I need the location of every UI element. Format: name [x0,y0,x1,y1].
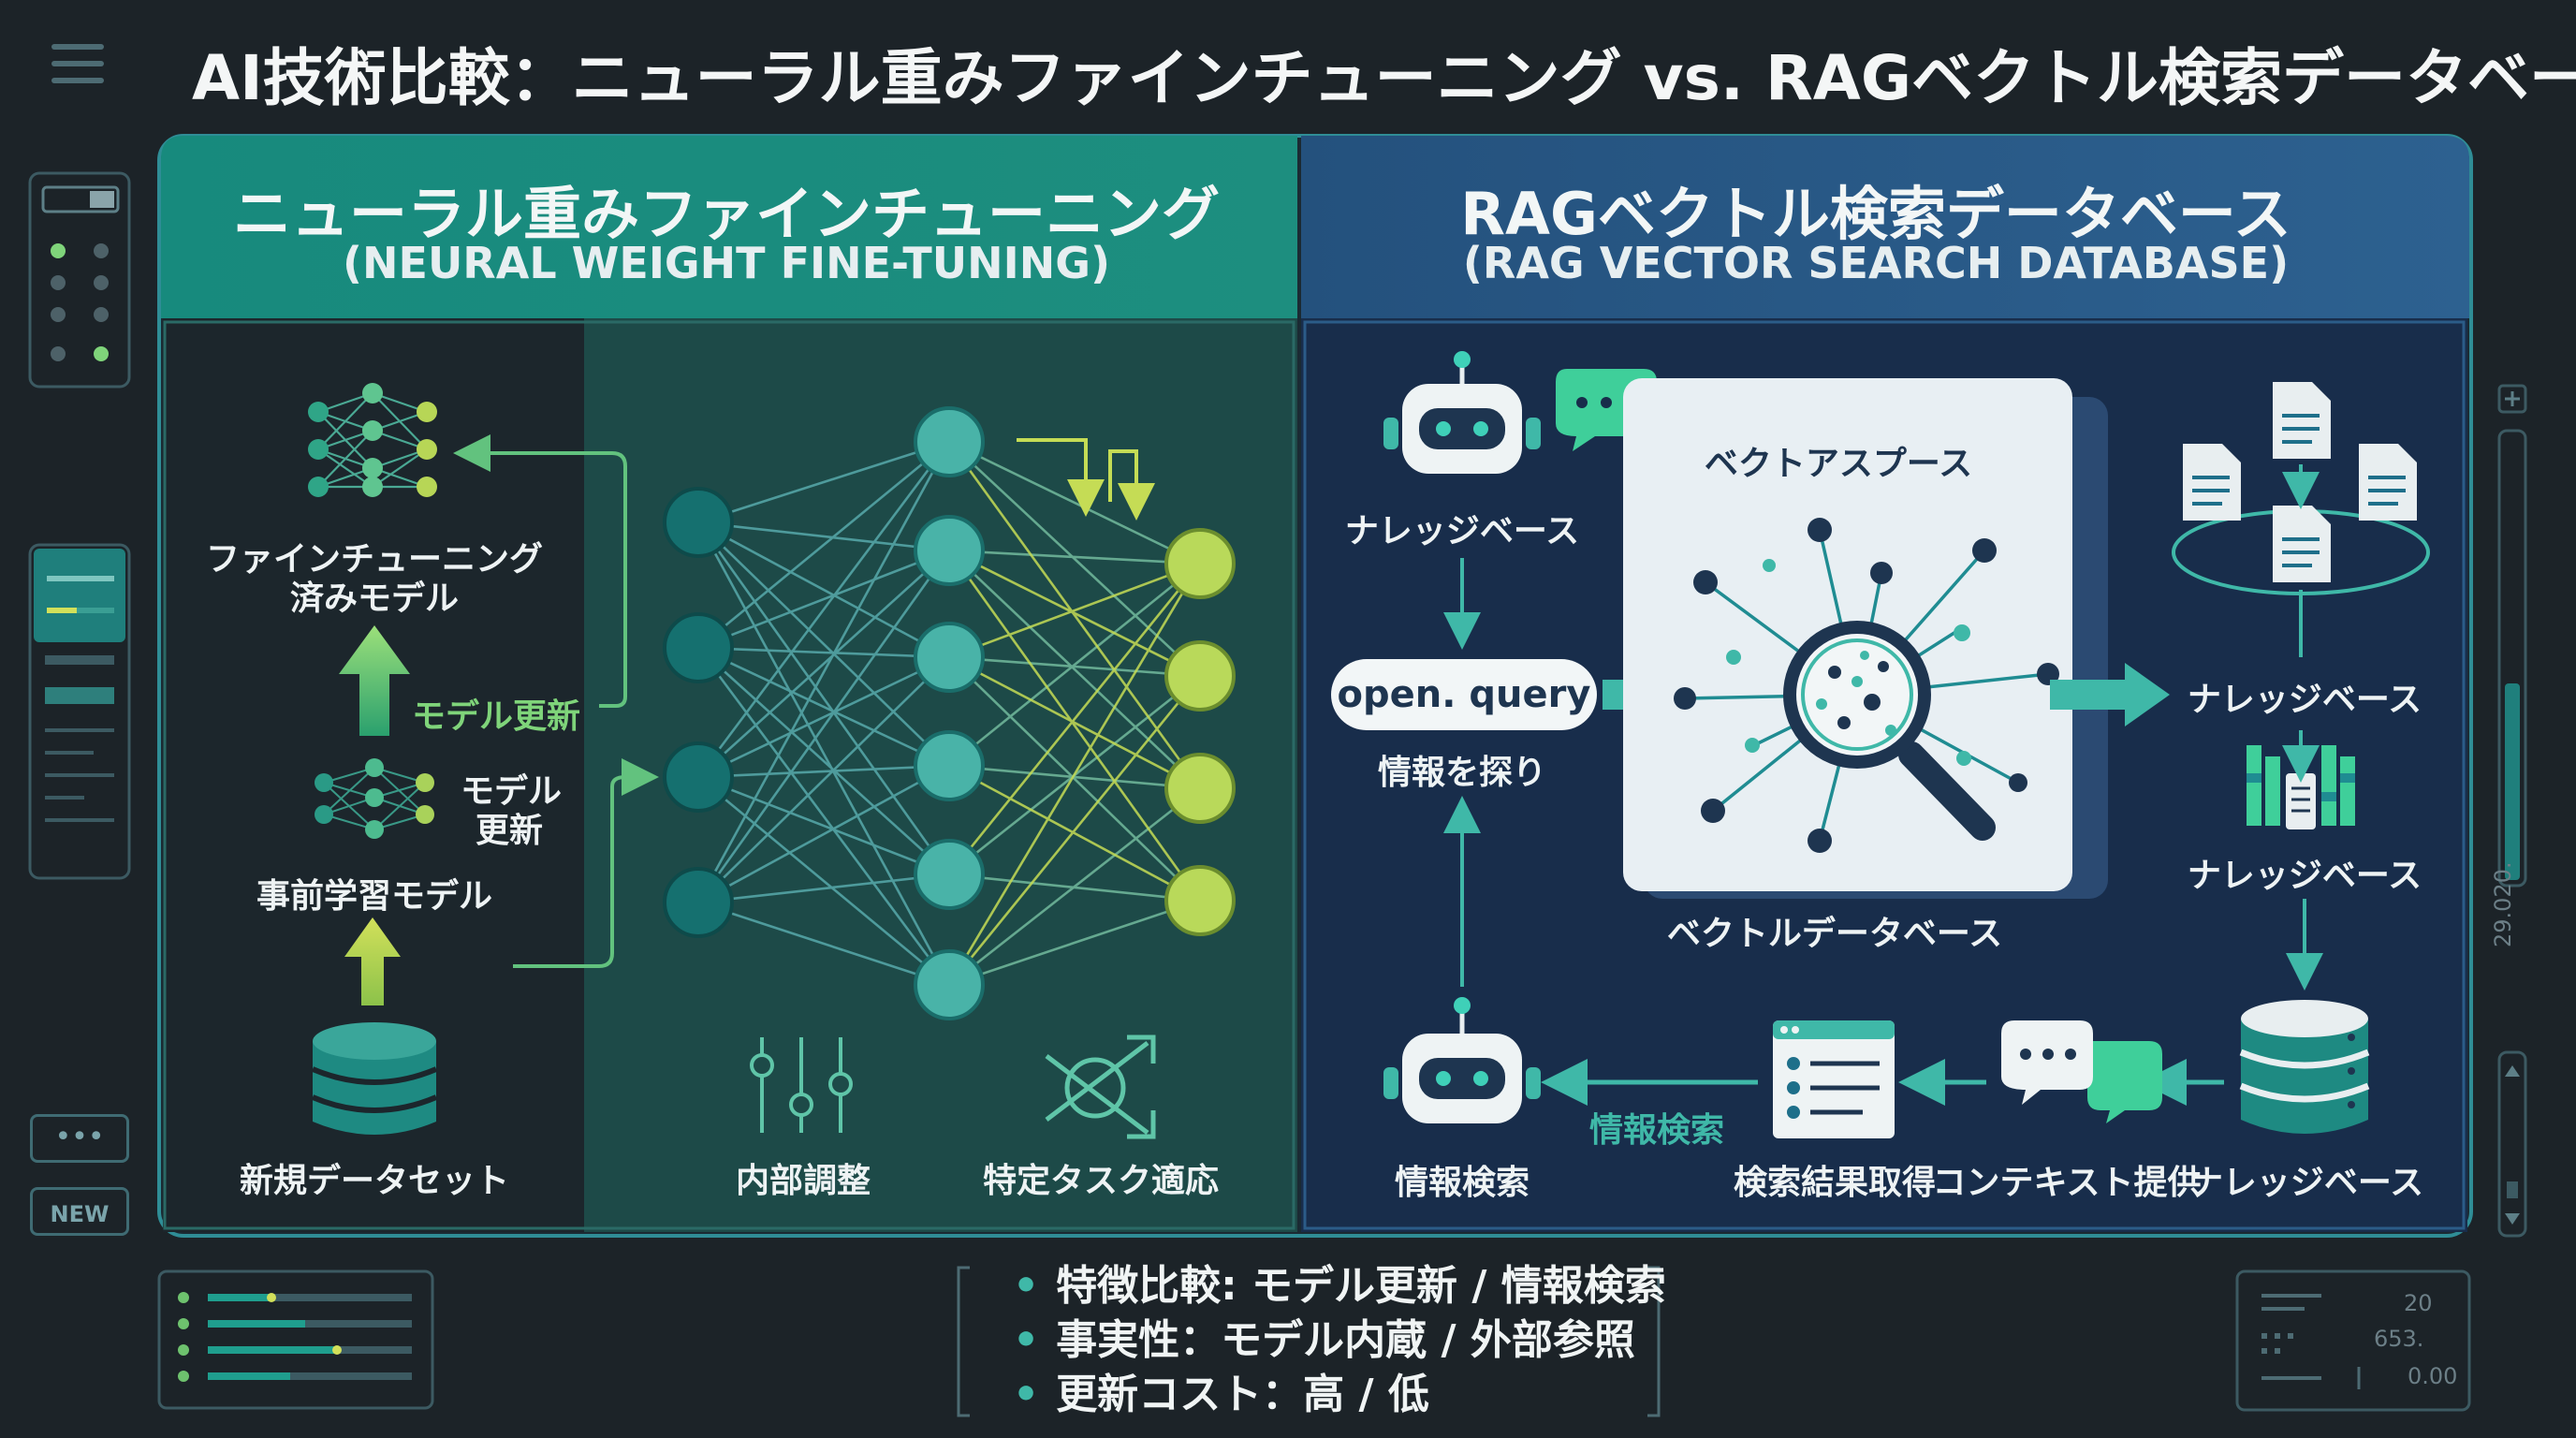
rail-vertical-text: 29.020. [2490,861,2516,947]
model-update-small-1: モデル [461,772,563,811]
sidebar-panel-top[interactable] [28,171,131,389]
menu-icon[interactable] [51,44,104,83]
sliders-icon [750,1037,853,1133]
kb-bottom-label: ナレッジベース [2188,1164,2424,1202]
summary-list: •特徴比較: モデル更新 / 情報検索 •事実性：モデル内蔵 / 外部参照 •更… [1013,1259,1666,1422]
pretrain-arrow [344,917,401,1005]
widget-value-1: 20 [2404,1290,2433,1316]
kb-right-label-1: ナレッジベース [2187,681,2422,719]
model-update-arrow [339,625,410,736]
connector-to-finetuned [453,434,627,708]
robot-icon-top [1383,351,1541,474]
right-panel-subtitle: (RAG VECTOR SEARCH DATABASE) [1462,238,2290,288]
widget-value-3: 0.00 [2408,1363,2458,1389]
documents-cycle-icon [2172,382,2430,657]
model-update-label: モデル更新 [412,697,581,736]
summary-bracket-left [957,1266,970,1417]
database-icon [311,1022,438,1135]
internal-adjust-label: 内部調整 [735,1162,871,1200]
shuffle-icon [1045,1034,1156,1139]
big-network-edges [696,440,1202,987]
pretrained-network-icon [315,758,434,839]
right-panel-title: RAGベクトル検索データベース [1460,180,2291,248]
task-adapt-label: 特定タスク適応 [982,1162,1220,1200]
new-dataset-label: 新規データセット [239,1162,510,1200]
summary-item: •特徴比較: モデル更新 / 情報検索 [1013,1262,1666,1310]
page-title: AI技術比較：ニューラル重みファインチューニング vs. RAGベクトル検索デー… [192,42,2576,114]
summary-bracket-right [1647,1266,1661,1417]
finetuned-network-icon [308,383,437,497]
big-network-nodes [663,406,1236,1020]
browser-list-icon [1773,1020,1895,1138]
sidebar-panel-middle[interactable] [28,543,131,880]
bottom-right-widget[interactable] [2235,1269,2471,1412]
bottom-left-widget[interactable] [157,1269,434,1410]
info-search-arrow-label: 情報検索 [1588,1111,1725,1150]
finetuned-model-label-2: 済みモデル [289,580,460,618]
new-button[interactable]: NEW [30,1187,129,1236]
query-input[interactable]: open. query [1331,659,1597,730]
knowledge-base-top-label: ナレッジベース [1344,512,1580,550]
database-icon-right [2239,1000,2370,1134]
summary-item: •更新コスト：高 / 低 [1013,1371,1429,1418]
left-panel-title: ニューラル重みファインチューニング [232,180,1221,248]
search-results-label: 検索結果取得 [1733,1164,1937,1202]
query-caption: 情報を探り [1377,754,1547,792]
server-rack-icon [2247,730,2355,829]
magnifier-icon [1783,621,1996,841]
model-update-small-2: 更新 [476,812,544,850]
connector-from-dataset [513,758,659,968]
context-provide-label: コンテキスト提供 [1932,1164,2202,1202]
pretrained-model-label: 事前学習モデル [256,877,493,916]
left-panel-subtitle: (NEURAL WEIGHT FINE-TUNING) [343,238,1110,288]
more-button[interactable]: ••• [30,1114,129,1163]
robot-icon-bottom [1383,997,1541,1123]
widget-value-2: 653. [2374,1326,2424,1352]
kb-right-label-2: ナレッジベース [2187,857,2422,895]
right-rail[interactable] [2497,384,2527,1238]
arrow-vector-to-kb [2050,663,2170,726]
vector-db-label: ベクトルデータベース [1666,915,2003,953]
feedback-arrow-1 [1017,438,1105,517]
vector-space-label: ベクトアスプース [1704,445,1973,483]
finetuned-model-label-1: ファインチューニング [205,540,544,579]
feedback-arrow-2 [1108,449,1155,521]
chat-bubbles-icon [2001,1020,2162,1123]
summary-item: •事実性：モデル内蔵 / 外部参照 [1013,1316,1635,1364]
info-search-bottom-label: 情報検索 [1394,1164,1530,1202]
